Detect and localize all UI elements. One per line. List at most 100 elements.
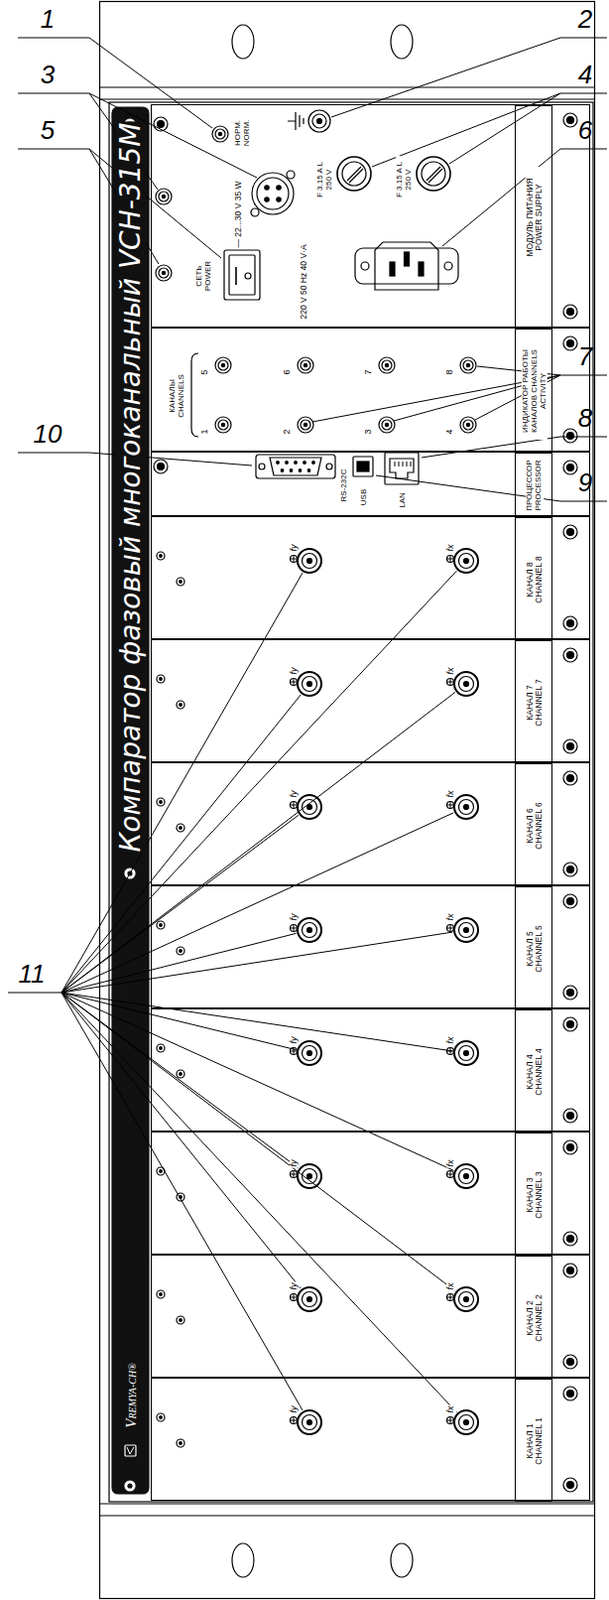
port-symbol-cross: [447, 924, 455, 932]
socket-pin: [389, 261, 395, 276]
port-symbol-cross: [290, 1293, 298, 1301]
input-label: fx: [446, 1034, 457, 1044]
ground-terminal-pin: [317, 119, 323, 124]
mounting-screw: [563, 1353, 578, 1368]
panel-hole: [176, 946, 185, 955]
title-band: Компаратор фазовый многоканальный VCH-31…: [112, 107, 149, 1493]
panel-hole-center: [179, 1441, 183, 1445]
led-indicator: [212, 125, 229, 142]
screw-head: [567, 774, 575, 782]
module-label-cell: КАНАЛ 3 CHANNEL 3: [514, 1131, 553, 1255]
led-lens: [300, 419, 311, 430]
mounting-screw: [563, 1016, 578, 1031]
port-symbol: [290, 1293, 298, 1301]
switch-on-mark: [235, 266, 238, 285]
panel-hole-center: [179, 949, 183, 953]
rs232-pin: [294, 461, 298, 465]
panel-hole-center: [159, 1169, 163, 1173]
rs232-pin: [298, 469, 302, 473]
bnc-pin: [307, 1419, 313, 1425]
input-label: fy: [289, 1280, 300, 1290]
bnc-connector: [297, 548, 322, 573]
input-label: fx: [446, 911, 457, 921]
mounting-slot: [232, 24, 254, 59]
led-dot: [384, 422, 388, 426]
module-label-cell: ПРОЦЕССОР PROCESSOR: [514, 452, 553, 517]
bnc-body: [459, 1291, 475, 1307]
mounting-screw: [563, 113, 578, 127]
module-name: КАНАЛ 2 CHANNEL 2: [525, 1288, 545, 1346]
input-label: fy: [289, 1403, 300, 1413]
channel-number: 5: [200, 367, 211, 375]
leader-line: [61, 991, 456, 1291]
port-symbol: [290, 801, 298, 809]
mains-socket: [374, 242, 439, 290]
panel-hole-center: [159, 923, 163, 927]
bnc-body: [459, 922, 475, 938]
led-lens: [381, 360, 392, 370]
module-name: МОДУЛЬ ПИТАНИЯ POWER SUPPLY: [525, 166, 545, 268]
connector-pin: [264, 197, 269, 202]
mounting-screw: [563, 738, 578, 753]
module-name: КАНАЛ 1 CHANNEL 1: [525, 1411, 545, 1469]
bnc-connector: [454, 1286, 479, 1311]
led-lens: [463, 360, 474, 370]
channel-module: fyfxКАНАЛ 3 CHANNEL 3: [150, 1130, 591, 1254]
bnc-body: [302, 553, 318, 569]
panel-hole-center: [159, 1415, 163, 1419]
bnc-pin: [307, 558, 313, 564]
led-dot: [161, 270, 165, 274]
panel-hole: [176, 823, 185, 832]
leader-line: [61, 991, 303, 1410]
lan-socket: [389, 458, 414, 479]
usb-socket: [357, 461, 369, 472]
bnc-connector: [297, 794, 322, 819]
bnc-pin: [464, 1050, 470, 1056]
led-indicator: [155, 188, 172, 205]
socket-screw: [444, 261, 453, 270]
input-label: fx: [446, 1280, 457, 1290]
mounting-screw: [563, 304, 578, 319]
bnc-body: [302, 1291, 318, 1307]
mounting-screw: [563, 428, 578, 443]
rs232-flange: [255, 454, 336, 479]
channel-module: fyfxКАНАЛ 8 CHANNEL 8: [150, 515, 591, 639]
led-lens: [215, 128, 226, 139]
led-indicator: [215, 357, 232, 373]
led-lens: [158, 191, 169, 202]
leader-line: [7, 991, 62, 993]
switch-rocker: [229, 254, 255, 295]
screw-head: [567, 464, 575, 472]
connector-pin: [276, 197, 281, 202]
port-label: USB: [360, 487, 369, 506]
processor-module: RS-232CUSBLANПРОЦЕССОР PROCESSOR: [150, 451, 591, 516]
connector-pin: [276, 185, 281, 190]
rs232-pin: [280, 469, 284, 473]
panel-hole: [176, 700, 185, 709]
port-symbol-cross: [447, 678, 455, 686]
port-symbol-cross: [290, 1170, 298, 1178]
input-label: fx: [446, 788, 457, 798]
module-label-cell: ИНДИКАТОР РАБОТЫ КАНАЛОВ CHANNELS ACTIVI…: [514, 328, 553, 453]
led-dot: [466, 422, 470, 426]
screw-head: [567, 1266, 575, 1274]
socket-pin: [404, 251, 410, 266]
bnc-pin: [464, 1419, 470, 1425]
port-symbol: [447, 1416, 455, 1424]
fuse-slot: [426, 166, 443, 183]
ground-symbol: [287, 112, 304, 130]
bnc-pin: [464, 927, 470, 933]
module-name: ПРОЦЕССОР PROCESSOR: [525, 455, 544, 515]
led-dot: [221, 363, 225, 366]
callout-number: 11: [18, 960, 46, 986]
channel-number: 3: [364, 427, 374, 435]
mounting-screw: [563, 1385, 578, 1400]
panel-hole-center: [179, 1072, 183, 1076]
callout-number: 10: [33, 420, 63, 447]
panel-hole: [156, 551, 165, 560]
channel-number: 8: [445, 367, 456, 375]
screw-head: [567, 651, 575, 659]
rs232-screw: [326, 463, 333, 470]
brand-logo: VREMYA-CH®: [122, 1360, 140, 1429]
panel-hole-center: [179, 703, 183, 707]
